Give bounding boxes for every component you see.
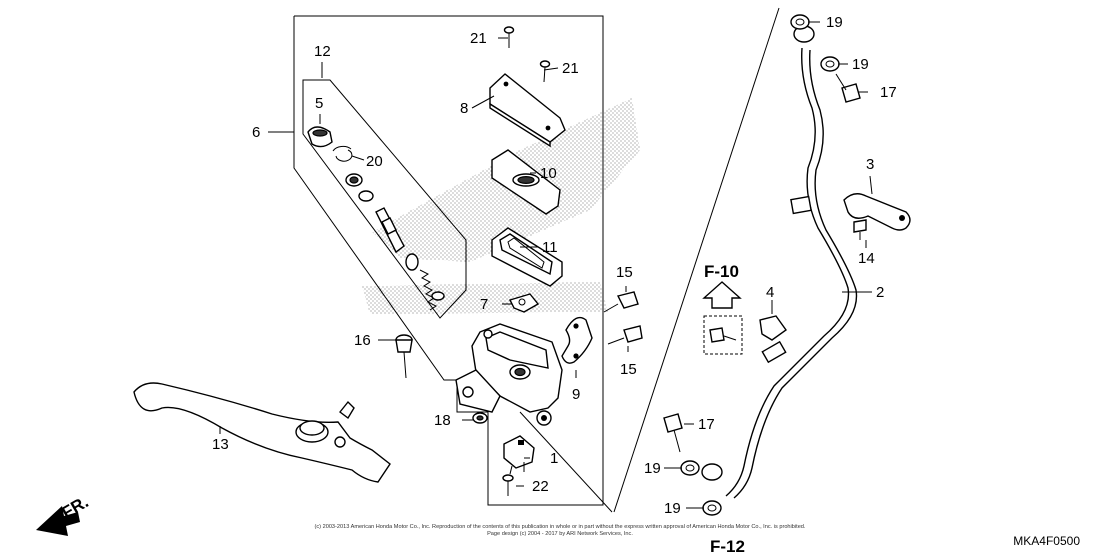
holder-bolt-lower <box>607 325 643 345</box>
callout-3: 3 <box>866 156 874 173</box>
oil-bolt-upper <box>835 73 861 103</box>
callout-21-side: 21 <box>562 60 579 77</box>
screw-21-side <box>539 60 551 83</box>
banjo-leader-line <box>519 411 613 513</box>
stipple-area-lower <box>362 282 608 314</box>
callout-15-upper: 15 <box>616 264 633 281</box>
diagram-code: MKA4F0500 <box>1013 534 1080 548</box>
pivot-bolt <box>395 334 413 379</box>
front-arrow <box>36 506 80 536</box>
hose-clamp-stay <box>843 193 911 231</box>
callout-12: 12 <box>314 43 331 60</box>
callout-2: 2 <box>876 284 884 301</box>
brake-lever <box>133 382 391 483</box>
callout-8: 8 <box>460 100 468 117</box>
diaphragm <box>491 227 563 287</box>
callout-6: 6 <box>252 124 260 141</box>
callout-1: 1 <box>550 450 558 467</box>
sealing-washer-3 <box>680 460 700 476</box>
callout-19-b: 19 <box>852 56 869 73</box>
copyright-line-2: Page design (c) 2004 - 2017 by ARI Netwo… <box>487 531 633 537</box>
hose-guide <box>759 315 787 341</box>
callout-19-d: 19 <box>664 500 681 517</box>
callout-4: 4 <box>766 284 774 301</box>
callout-18: 18 <box>434 412 451 429</box>
callout-16: 16 <box>354 332 371 349</box>
sealing-washer-1 <box>790 14 810 30</box>
callout-10: 10 <box>540 165 557 182</box>
callout-20: 20 <box>366 153 383 170</box>
sealing-washer-2 <box>820 56 840 72</box>
callout-17-lower: 17 <box>698 416 715 433</box>
master-cylinder-holder <box>561 316 593 364</box>
callout-14: 14 <box>858 250 875 267</box>
callout-11: 11 <box>542 239 558 256</box>
master-cylinder-body <box>455 323 563 426</box>
hose-leader-line <box>613 7 780 513</box>
reference-f10: F-10 <box>704 262 739 281</box>
piston-kit-outline <box>302 79 467 319</box>
callout-19-c: 19 <box>644 460 661 477</box>
copyright-line-1: (c) 2003-2013 American Honda Motor Co., … <box>315 524 806 530</box>
reservoir-cap <box>489 73 566 148</box>
callout-15-lower: 15 <box>620 361 637 378</box>
brake-hose <box>701 25 858 499</box>
callout-17-upper: 17 <box>880 84 897 101</box>
boot <box>307 126 333 148</box>
stay-bolt <box>853 219 867 240</box>
oil-bolt-lower <box>663 413 683 453</box>
callout-13: 13 <box>212 436 229 453</box>
sealing-washer-4 <box>702 500 722 516</box>
callout-9: 9 <box>572 386 580 403</box>
leader-lines <box>219 21 873 509</box>
circlip <box>332 145 353 162</box>
screw-21-top <box>503 26 515 48</box>
stop-switch <box>503 435 535 475</box>
assembly-outline <box>293 15 604 506</box>
holder-bolt-upper <box>603 291 639 313</box>
reference-f12: F-12 <box>710 537 745 556</box>
callout-21-top: 21 <box>470 30 487 47</box>
callout-19-a: 19 <box>826 14 843 31</box>
callout-22: 22 <box>532 478 549 495</box>
f10-reference <box>702 281 743 355</box>
pivot-nut <box>472 412 488 424</box>
fluid-clip <box>509 293 540 313</box>
callout-7: 7 <box>480 296 488 313</box>
screw-22 <box>502 474 514 496</box>
piston-parts <box>345 173 445 311</box>
callout-5: 5 <box>315 95 323 112</box>
diaphragm-plate <box>491 149 561 215</box>
